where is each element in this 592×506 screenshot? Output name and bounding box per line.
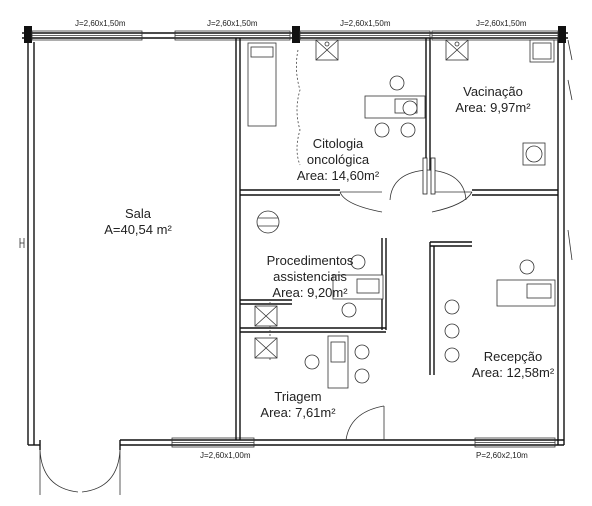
room-name-recepcao: Recepção xyxy=(483,349,543,364)
top-windows xyxy=(31,30,559,41)
dimension-bottom-1: J=2,60x1,00m xyxy=(200,451,251,460)
room-citologia: Citologia oncológica Area: 14,60m² xyxy=(288,136,388,184)
room-name-sala: Sala xyxy=(124,206,152,221)
dimension-top-2: J=2,60x1,50m xyxy=(207,19,258,28)
wall-end-blocks xyxy=(24,26,566,43)
dimension-top-1: J=2,60x1,50m xyxy=(75,19,126,28)
outer-walls xyxy=(22,32,568,450)
room-sala: Sala A=40,54 m² xyxy=(88,206,188,238)
room-name-triagem: Triagem xyxy=(274,389,322,404)
room-name-procedimentos-line2: assistenciais xyxy=(273,269,347,284)
room-area-citologia: Area: 14,60m² xyxy=(296,168,380,183)
room-area-procedimentos: Area: 9,20m² xyxy=(272,285,348,300)
dimension-top-4: J=2,60x1,50m xyxy=(476,19,527,28)
room-name-citologia-line2: oncológica xyxy=(306,152,370,167)
bottom-windows xyxy=(171,437,556,448)
room-name-citologia-line1: Citologia xyxy=(312,136,364,151)
left-wall-marker xyxy=(19,238,25,248)
room-procedimentos: Procedimentos assistenciais Area: 9,20m² xyxy=(255,253,365,301)
interior-walls xyxy=(235,38,558,440)
door-swings xyxy=(39,157,473,495)
room-area-triagem: Area: 7,61m² xyxy=(260,405,336,420)
dimension-top-3: J=2,60x1,50m xyxy=(340,19,391,28)
room-area-sala: A=40,54 m² xyxy=(104,222,172,237)
room-recepcao: Recepção Area: 12,58m² xyxy=(462,349,564,381)
room-vacinacao: Vacinação Area: 9,97m² xyxy=(438,84,548,116)
room-name-procedimentos-line1: Procedimentos xyxy=(266,253,354,268)
right-side-marks xyxy=(567,39,573,261)
furniture xyxy=(247,39,556,389)
room-triagem: Triagem Area: 7,61m² xyxy=(248,389,348,421)
room-area-recepcao: Area: 12,58m² xyxy=(471,365,555,380)
room-area-vacinacao: Area: 9,97m² xyxy=(455,100,531,115)
room-name-vacinacao: Vacinação xyxy=(463,84,523,99)
dimension-bottom-2: P=2,60x2,10m xyxy=(476,451,528,460)
